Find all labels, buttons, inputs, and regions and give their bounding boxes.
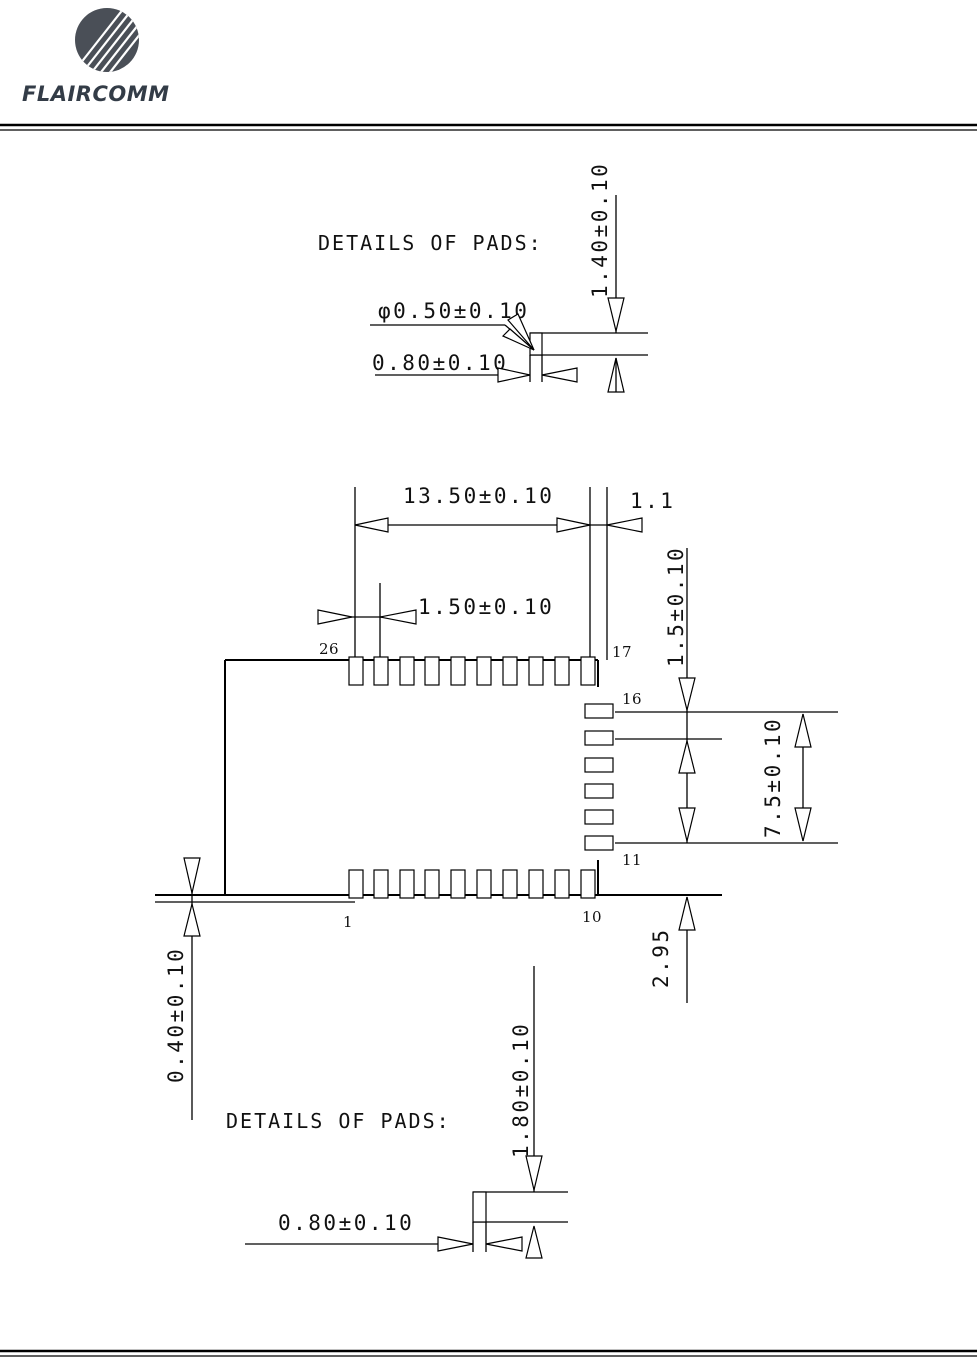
bottom-pad-row bbox=[349, 870, 595, 898]
pin-label-26: 26 bbox=[319, 640, 339, 658]
top-detail-title: DETAILS OF PADS: bbox=[318, 231, 543, 255]
arrow-right-icon bbox=[498, 368, 530, 382]
arrow-up-icon-4 bbox=[679, 897, 695, 930]
arrow-up-icon-3 bbox=[795, 714, 811, 747]
edge-dim: 0.40±0.10 bbox=[164, 947, 188, 1083]
pin-label-17: 17 bbox=[612, 643, 632, 661]
flaircomm-logo-icon bbox=[75, 8, 148, 80]
arrow-down-icon-2 bbox=[679, 678, 695, 710]
pin-label-1: 1 bbox=[343, 913, 353, 931]
top-pad-detail: DETAILS OF PADS: 1.40±0.10 φ0.50±0.10 0.… bbox=[318, 162, 648, 392]
arrow-down-icon-4 bbox=[795, 808, 811, 841]
bottom-pad-shape bbox=[473, 1192, 486, 1222]
pin-label-11: 11 bbox=[622, 851, 642, 869]
arrow-right-icon-3 bbox=[318, 610, 352, 624]
arrow-left-icon bbox=[542, 368, 577, 382]
side-span-dim: 7.5±0.10 bbox=[761, 717, 785, 838]
bottom-width-dim: 0.80±0.10 bbox=[278, 1211, 414, 1235]
arrow-right-icon-4 bbox=[438, 1237, 473, 1251]
arrow-up-icon-6 bbox=[526, 1226, 542, 1258]
arrow-down-icon-5 bbox=[184, 858, 200, 893]
arrow-left-icon-4 bbox=[380, 610, 416, 624]
bottom-pad-detail: DETAILS OF PADS: 1.80±0.10 0.80±0.10 bbox=[226, 966, 568, 1258]
arrow-down-icon bbox=[608, 298, 624, 331]
top-via-dim: φ0.50±0.10 bbox=[378, 299, 529, 323]
arrow-up-icon-2 bbox=[679, 741, 695, 773]
arrow-up-icon-5 bbox=[184, 904, 200, 936]
brand-name: FLAIRCOMM bbox=[22, 82, 170, 106]
arrow-left-icon-3 bbox=[607, 518, 642, 532]
arrow-down-icon-3 bbox=[679, 808, 695, 841]
arrow-left-icon-2 bbox=[355, 518, 388, 532]
pad-pitch-dim: 1.50±0.10 bbox=[418, 595, 554, 619]
arrow-right-icon-2 bbox=[557, 518, 590, 532]
pitch-dim: 13.50±0.10 bbox=[403, 484, 554, 508]
top-pad-row bbox=[349, 657, 595, 685]
bottom-detail-title: DETAILS OF PADS: bbox=[226, 1109, 451, 1133]
pin-label-16: 16 bbox=[622, 690, 642, 708]
bottom-height-dim: 1.80±0.10 bbox=[509, 1022, 533, 1158]
pin-label-10: 10 bbox=[582, 908, 602, 926]
arrow-left-icon-5 bbox=[486, 1237, 522, 1251]
side-offset-dim: 1.5±0.10 bbox=[664, 546, 688, 667]
right-pad-column bbox=[585, 704, 613, 850]
top-height-dim: 1.40±0.10 bbox=[588, 162, 612, 298]
module-footprint: 13.50±0.10 1.1 1.50±0.10 bbox=[155, 484, 838, 1120]
arrow-down-icon-6 bbox=[526, 1156, 542, 1190]
offset-dim: 1.1 bbox=[630, 489, 675, 513]
bottom-offset-dim: 2.95 bbox=[649, 927, 673, 988]
top-width-dim: 0.80±0.10 bbox=[372, 351, 508, 375]
